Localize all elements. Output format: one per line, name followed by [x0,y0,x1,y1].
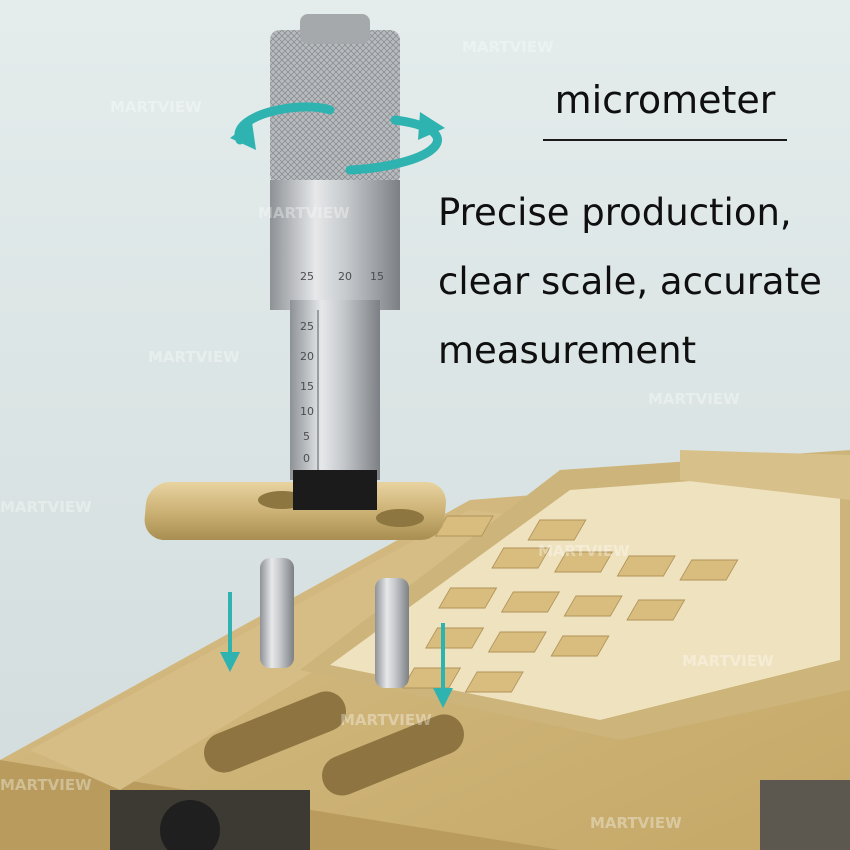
thimble-label: 15 [370,270,384,283]
svg-text:MARTVIEW: MARTVIEW [0,498,92,516]
spindle-lock [293,470,377,510]
sleeve-label: 20 [300,350,314,363]
thimble-label: 25 [300,270,314,283]
watermark: MARTVIEW MARTVIEW MARTVIEW MARTVIEW MART… [0,38,774,832]
base-slots [204,691,464,796]
down-arrow-icon [220,592,240,672]
description-line: clear scale, accurate [438,260,822,303]
sleeve-label: 0 [303,452,310,465]
svg-text:MARTVIEW: MARTVIEW [648,390,740,408]
lower-mechanism [110,780,850,850]
guide-pins [260,558,409,688]
thimble-label: 20 [338,270,352,283]
svg-text:MARTVIEW: MARTVIEW [110,98,202,116]
description-line: Precise production, [438,191,792,234]
sleeve-label: 10 [300,405,314,418]
feature-description: Precise production, clear scale, accurat… [438,178,848,385]
description-line: measurement [438,329,697,372]
rotation-arrow-icon [230,102,445,175]
svg-text:MARTVIEW: MARTVIEW [682,652,774,670]
thimble [270,180,400,310]
ratchet-cap [300,14,370,44]
sleeve-label: 15 [300,380,314,393]
sleeve-label: 5 [303,430,310,443]
feature-heading: micrometer [554,78,776,122]
svg-text:MARTVIEW: MARTVIEW [462,38,554,56]
svg-text:MARTVIEW: MARTVIEW [590,814,682,832]
down-arrow-icon [433,623,453,708]
svg-text:MARTVIEW: MARTVIEW [258,204,350,222]
heading-underline [543,139,787,141]
svg-text:MARTVIEW: MARTVIEW [340,711,432,729]
micrometer: 25 20 15 25 20 15 10 5 0 [270,14,400,510]
sleeve-label: 25 [300,320,314,333]
svg-text:MARTVIEW: MARTVIEW [0,776,92,794]
sleeve [290,300,380,480]
svg-text:MARTVIEW: MARTVIEW [148,348,240,366]
svg-text:MARTVIEW: MARTVIEW [538,542,630,560]
side-rail [680,450,850,500]
